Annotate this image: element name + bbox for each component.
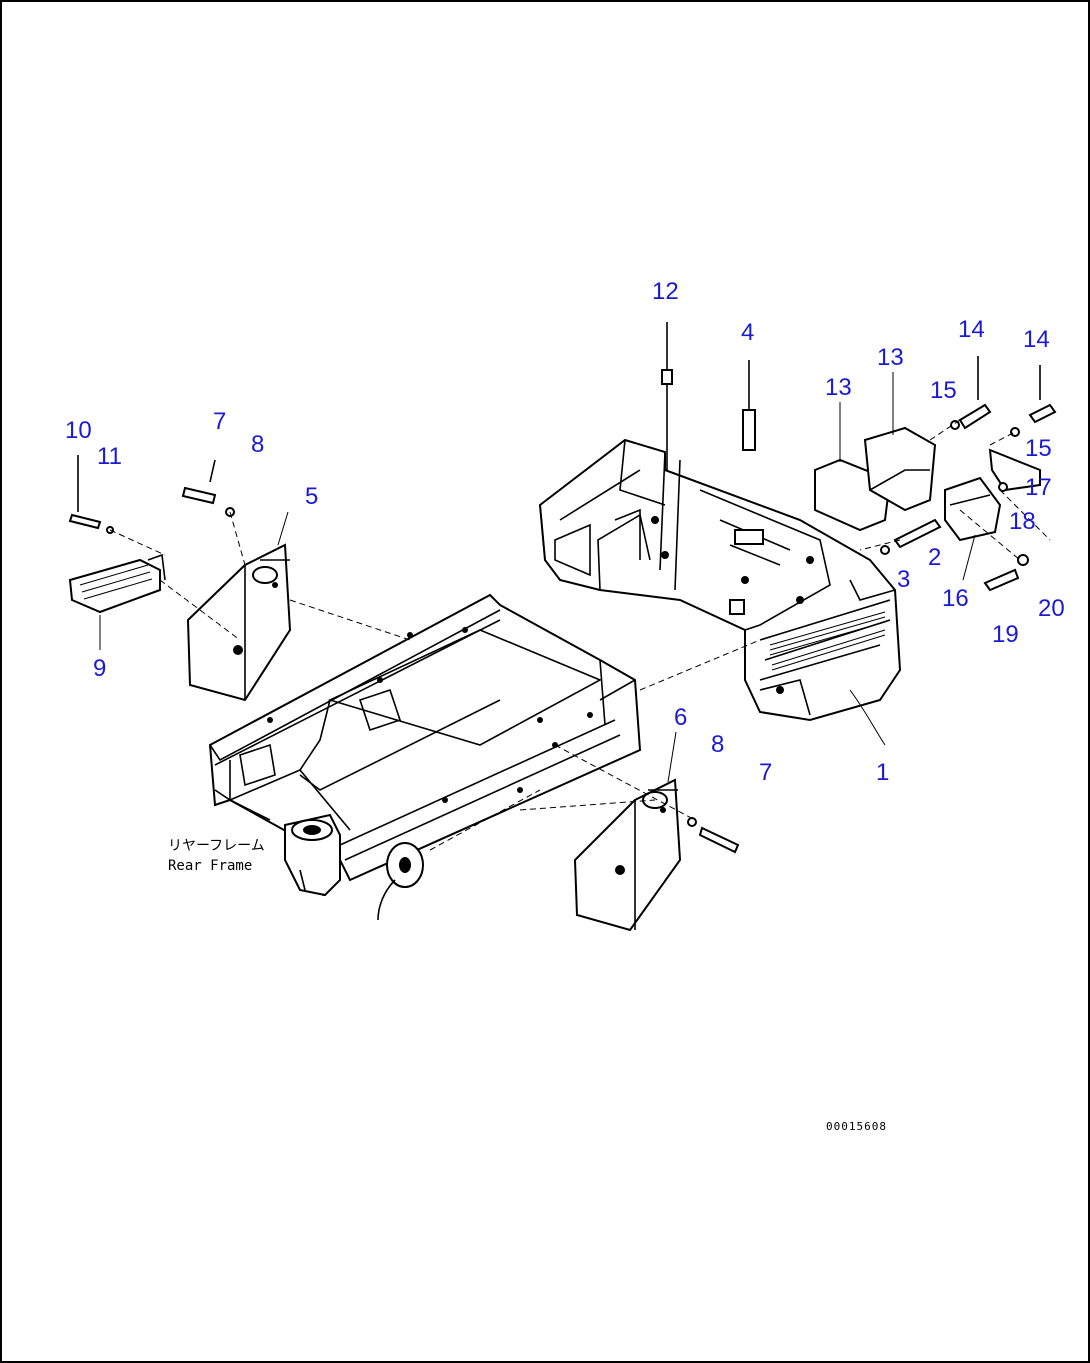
rear-frame-caption-en: Rear Frame [168, 858, 252, 874]
callout-20: 20 [1038, 595, 1065, 622]
callout-4: 4 [741, 319, 754, 346]
assembly-lines [109, 419, 1051, 851]
counterweight [538, 438, 902, 722]
callout-8a: 8 [251, 431, 264, 458]
bracket-6 [573, 778, 682, 932]
callout-5: 5 [305, 483, 318, 510]
bracket-5 [186, 543, 292, 702]
callout-11: 11 [97, 443, 122, 470]
callout-8b: 8 [711, 731, 724, 758]
callout-2: 2 [928, 544, 941, 571]
callout-10: 10 [65, 417, 92, 444]
callout-13a: 13 [825, 374, 852, 401]
callout-7a: 7 [213, 408, 226, 435]
fasteners [68, 322, 1057, 921]
callout-14b: 14 [1023, 326, 1050, 353]
callout-labels: 1 2 3 4 5 6 7 7 8 8 9 10 11 12 13 13 14 … [65, 278, 1065, 786]
callout-6: 6 [674, 704, 687, 731]
drawing-code: 00015608 [826, 1120, 887, 1133]
callout-15a: 15 [930, 377, 957, 404]
callout-19: 19 [992, 621, 1019, 648]
callout-15b: 15 [1025, 435, 1052, 462]
cover-plates-13 [814, 426, 937, 532]
callout-1: 1 [876, 759, 889, 786]
leader-lines [99, 372, 976, 783]
blocks-16-17 [944, 448, 1041, 542]
callout-16: 16 [942, 585, 969, 612]
callout-17: 17 [1025, 474, 1052, 501]
callout-7b: 7 [759, 759, 772, 786]
callout-3: 3 [897, 566, 910, 593]
callout-18: 18 [1009, 508, 1036, 535]
callout-9: 9 [93, 655, 106, 682]
step-plate-9 [68, 553, 166, 614]
callout-14a: 14 [958, 316, 985, 343]
callout-12: 12 [652, 278, 679, 305]
rear-frame-caption-jp: リヤーフレーム [168, 838, 265, 854]
callout-13b: 13 [877, 344, 904, 371]
